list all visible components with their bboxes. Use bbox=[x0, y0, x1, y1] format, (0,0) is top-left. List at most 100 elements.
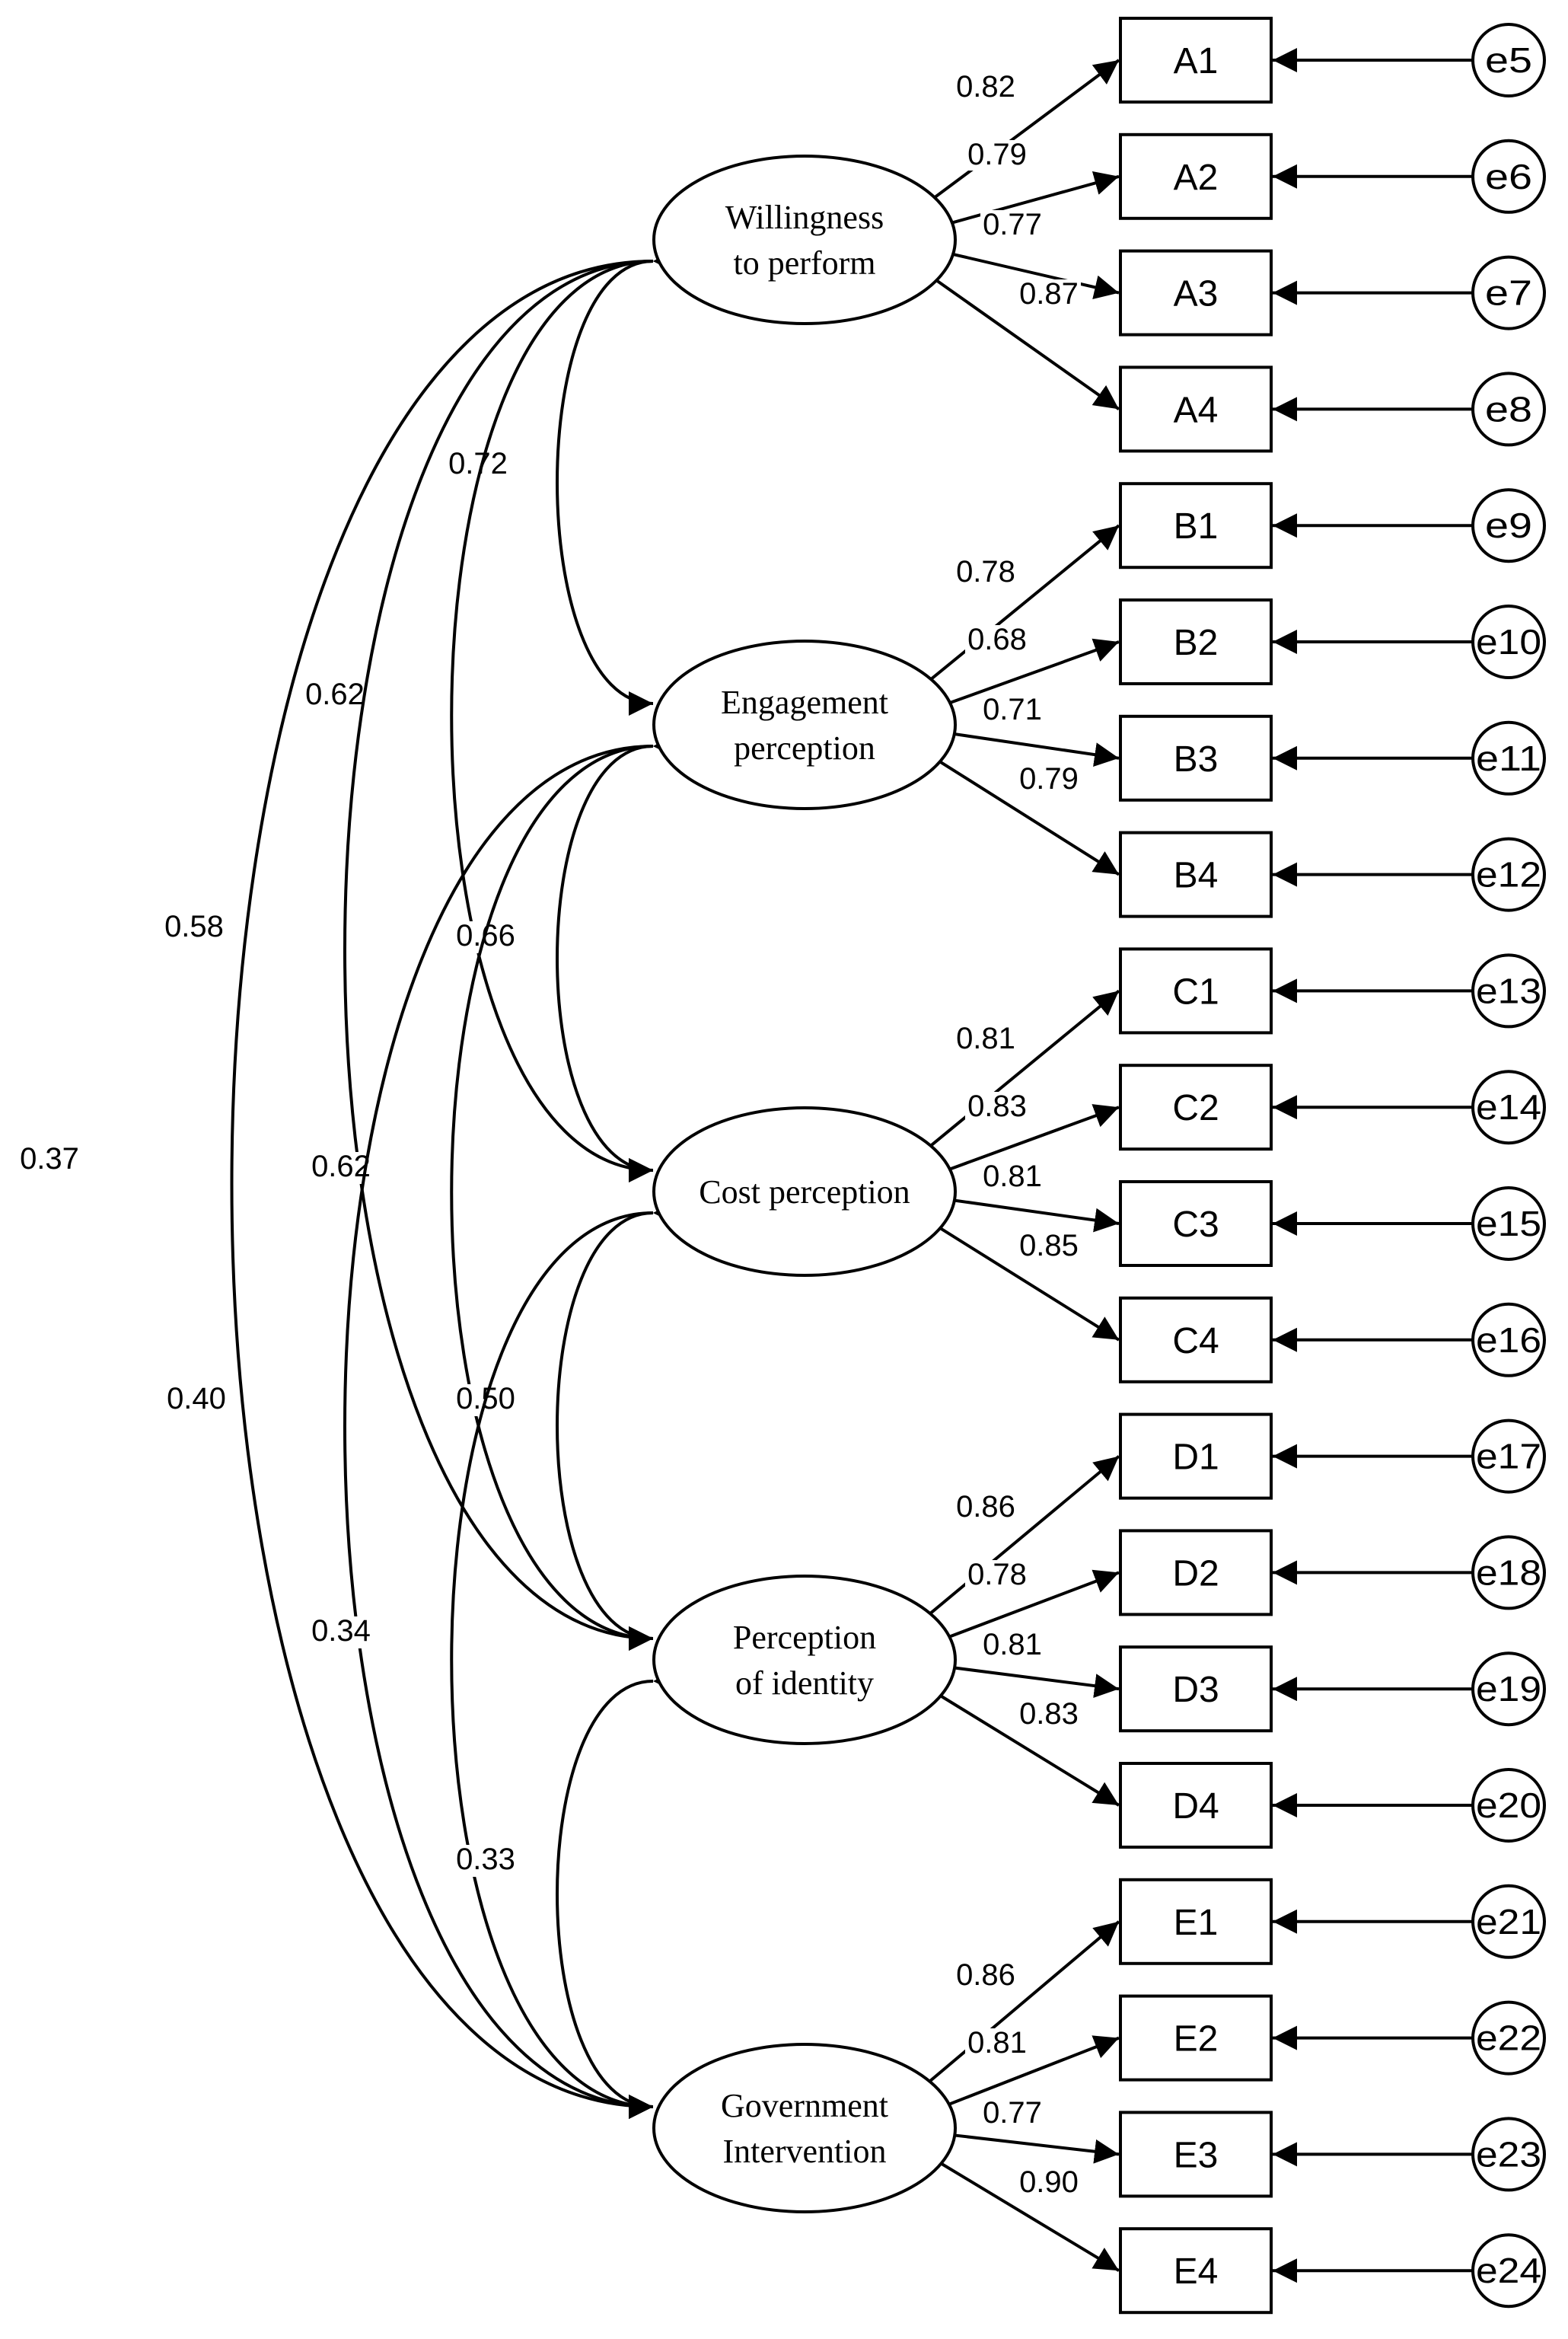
indicator-c1: C1 bbox=[1119, 947, 1273, 1035]
error-term-e20: e20 bbox=[1471, 1768, 1546, 1843]
error-circle bbox=[1471, 1186, 1546, 1261]
error-circle bbox=[1471, 1884, 1546, 1959]
correlation-value: 0.62 bbox=[311, 1150, 371, 1183]
loading-label-bg bbox=[954, 557, 1018, 588]
correlation-arc-l2-l3 bbox=[556, 733, 678, 1182]
indicator-box bbox=[1119, 1645, 1273, 1733]
loading-arrow-c1 bbox=[926, 989, 1120, 1150]
loading-arrow-e3 bbox=[950, 2133, 1120, 2164]
indicator-label: C1 bbox=[1172, 972, 1219, 1012]
indicator-box bbox=[1119, 17, 1273, 104]
latent-label: Government bbox=[721, 2087, 888, 2124]
indicator-e4: E4 bbox=[1119, 2227, 1273, 2315]
error-term-e16: e16 bbox=[1471, 1302, 1546, 1377]
indicator-label: B4 bbox=[1174, 856, 1219, 896]
error-label: e6 bbox=[1485, 157, 1532, 196]
latent-label: Engagement bbox=[721, 684, 888, 721]
indicator-label: C3 bbox=[1172, 1205, 1219, 1245]
correlation-arc-l3-l5 bbox=[450, 1200, 678, 2119]
error-label: e7 bbox=[1485, 273, 1532, 313]
indicator-label: D1 bbox=[1172, 1438, 1219, 1478]
indicator-d2: D2 bbox=[1119, 1529, 1273, 1616]
correlation-value: 0.33 bbox=[456, 1843, 515, 1876]
error-term-e13: e13 bbox=[1471, 953, 1546, 1029]
error-term-e19: e19 bbox=[1471, 1651, 1546, 1727]
indicator-label: D4 bbox=[1172, 1786, 1219, 1827]
loading-arrow-b3 bbox=[949, 732, 1120, 767]
error-circle bbox=[1471, 2000, 1546, 2076]
indicator-a4: A4 bbox=[1119, 365, 1273, 453]
correlation-value: 0.40 bbox=[167, 1382, 226, 1415]
loading-arrow-e4 bbox=[937, 2160, 1120, 2272]
correlation-arc-l1-l3 bbox=[450, 248, 678, 1182]
error-label: e8 bbox=[1485, 389, 1532, 429]
loading-arrow-d2 bbox=[945, 1569, 1120, 1640]
error-term-e9: e9 bbox=[1471, 488, 1546, 563]
indicator-label: C4 bbox=[1172, 1321, 1219, 1361]
error-label: e11 bbox=[1476, 739, 1541, 778]
loading-label-bg bbox=[954, 1492, 1018, 1523]
indicator-box bbox=[1119, 132, 1273, 220]
latent-ellipse bbox=[652, 640, 957, 810]
indicator-label: B1 bbox=[1174, 506, 1219, 547]
loading-value-d3: 0.81 bbox=[983, 1628, 1042, 1661]
latent-node-l3: Cost perception bbox=[652, 1106, 957, 1277]
loading-value-a1: 0.82 bbox=[956, 70, 1015, 104]
loading-arrow-b1 bbox=[927, 524, 1120, 683]
latent-label: Intervention bbox=[722, 2133, 886, 2170]
indicator-d4: D4 bbox=[1119, 1762, 1273, 1849]
indicator-b3: B3 bbox=[1119, 714, 1273, 802]
indicator-c4: C4 bbox=[1119, 1296, 1273, 1383]
correlation-arc-l2-l5 bbox=[343, 733, 678, 2119]
error-circle bbox=[1471, 23, 1546, 97]
loading-value-e2: 0.81 bbox=[967, 2026, 1027, 2060]
indicator-box bbox=[1119, 831, 1273, 918]
loading-arrow-a1 bbox=[930, 59, 1120, 201]
loading-value-b2: 0.68 bbox=[967, 623, 1027, 656]
loading-arrow-a3 bbox=[948, 251, 1120, 299]
error-label: e23 bbox=[1476, 2134, 1541, 2174]
loading-value-e1: 0.86 bbox=[956, 1958, 1015, 1992]
loading-label-bg bbox=[965, 625, 1029, 656]
error-term-e6: e6 bbox=[1471, 139, 1546, 214]
indicator-box bbox=[1119, 1762, 1273, 1849]
loading-value-d1: 0.86 bbox=[956, 1490, 1015, 1524]
correlation-value: 0.34 bbox=[311, 1614, 371, 1648]
loading-value-c3: 0.81 bbox=[983, 1160, 1042, 1193]
error-term-e8: e8 bbox=[1471, 372, 1546, 447]
loading-arrow-d3 bbox=[949, 1665, 1120, 1699]
indicator-label: A3 bbox=[1174, 274, 1219, 314]
loading-value-c4: 0.85 bbox=[1019, 1229, 1079, 1262]
latent-label: to perform bbox=[734, 244, 876, 282]
loading-label-bg bbox=[954, 1961, 1018, 1991]
error-circle bbox=[1471, 2233, 1546, 2309]
error-circle bbox=[1471, 372, 1546, 447]
loading-value-a4: 0.87 bbox=[1019, 277, 1079, 311]
loading-label-bg bbox=[954, 72, 1018, 103]
latent-label: Willingness bbox=[725, 199, 884, 236]
loading-label-bg bbox=[965, 140, 1029, 171]
correlation-arc-l3-l4 bbox=[556, 1200, 678, 1651]
indicator-a1: A1 bbox=[1119, 17, 1273, 104]
indicator-box bbox=[1119, 1412, 1273, 1500]
latent-ellipse bbox=[652, 155, 957, 325]
loading-label-bg bbox=[1017, 279, 1081, 310]
loading-value-c1: 0.81 bbox=[956, 1022, 1015, 1055]
latent-node-l1: Willingness to perform bbox=[652, 155, 957, 325]
error-term-e10: e10 bbox=[1471, 605, 1546, 679]
loading-label-bg bbox=[980, 1630, 1044, 1661]
latent-ellipse bbox=[652, 1575, 957, 1745]
loading-label-bg bbox=[1017, 2168, 1081, 2198]
indicator-label: A4 bbox=[1174, 390, 1219, 430]
loading-value-a3: 0.77 bbox=[983, 208, 1042, 241]
loading-value-b1: 0.78 bbox=[956, 555, 1015, 589]
error-circle bbox=[1471, 488, 1546, 563]
correlation-label-bg bbox=[304, 680, 365, 712]
correlation-label-bg bbox=[19, 1144, 80, 1176]
indicator-box bbox=[1119, 365, 1273, 453]
indicator-d3: D3 bbox=[1119, 1645, 1273, 1733]
